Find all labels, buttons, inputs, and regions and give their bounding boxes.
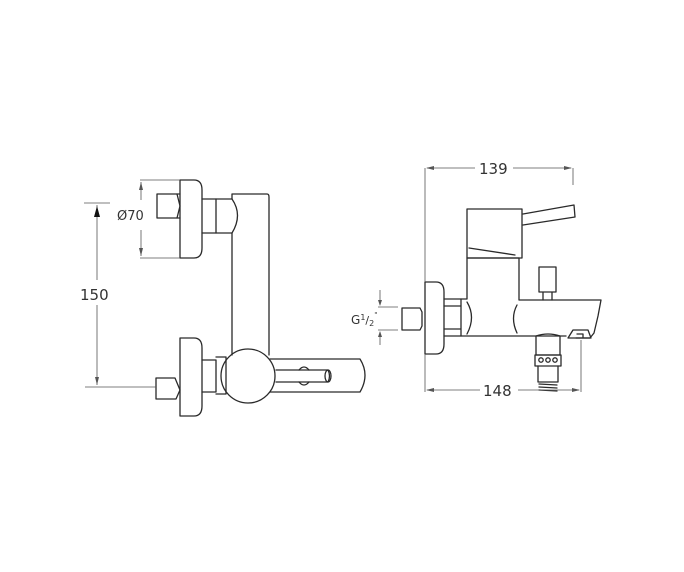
side-body bbox=[460, 257, 602, 339]
mixer-body-circle bbox=[220, 348, 276, 404]
lower-neck bbox=[201, 359, 217, 393]
spout-tip bbox=[567, 329, 592, 339]
dim-width-bottom-label: 148 bbox=[483, 382, 512, 400]
arrow-up-filled-icon bbox=[94, 206, 100, 217]
upper-neck bbox=[201, 198, 217, 234]
arrow-up-icon bbox=[139, 182, 143, 190]
front-view: Ø70 150 bbox=[80, 179, 366, 417]
side-wall-flange bbox=[424, 281, 445, 355]
diverter-knob bbox=[538, 266, 557, 301]
dim-thread-label: G1/2" bbox=[351, 311, 377, 328]
handle-cap bbox=[466, 208, 523, 259]
dim-width-top-label: 139 bbox=[479, 160, 508, 178]
arrow-down-icon bbox=[139, 248, 143, 256]
lower-inlet-stub bbox=[155, 377, 181, 400]
upper-nut bbox=[215, 198, 239, 234]
arrow-left-icon bbox=[426, 388, 434, 392]
lever-handle bbox=[522, 204, 576, 226]
upper-wall-flange bbox=[179, 179, 203, 259]
dim-height-label: 150 bbox=[80, 286, 109, 304]
dim-diameter-label: Ø70 bbox=[117, 209, 144, 224]
spout bbox=[269, 358, 366, 393]
shower-outlet bbox=[535, 333, 561, 356]
arrow-left-icon bbox=[426, 166, 434, 170]
side-inlet-stub bbox=[401, 307, 423, 331]
arrow-right-icon bbox=[564, 166, 572, 170]
diverter-pin bbox=[275, 369, 331, 383]
side-hex-nut bbox=[443, 298, 462, 337]
arrow-right-icon bbox=[572, 388, 580, 392]
side-view: 139 148 G1/2" bbox=[351, 160, 602, 400]
upper-inlet-stub bbox=[156, 193, 181, 219]
lower-wall-flange bbox=[179, 337, 203, 417]
vertical-body bbox=[231, 193, 270, 356]
arrow-down-icon bbox=[95, 377, 99, 385]
